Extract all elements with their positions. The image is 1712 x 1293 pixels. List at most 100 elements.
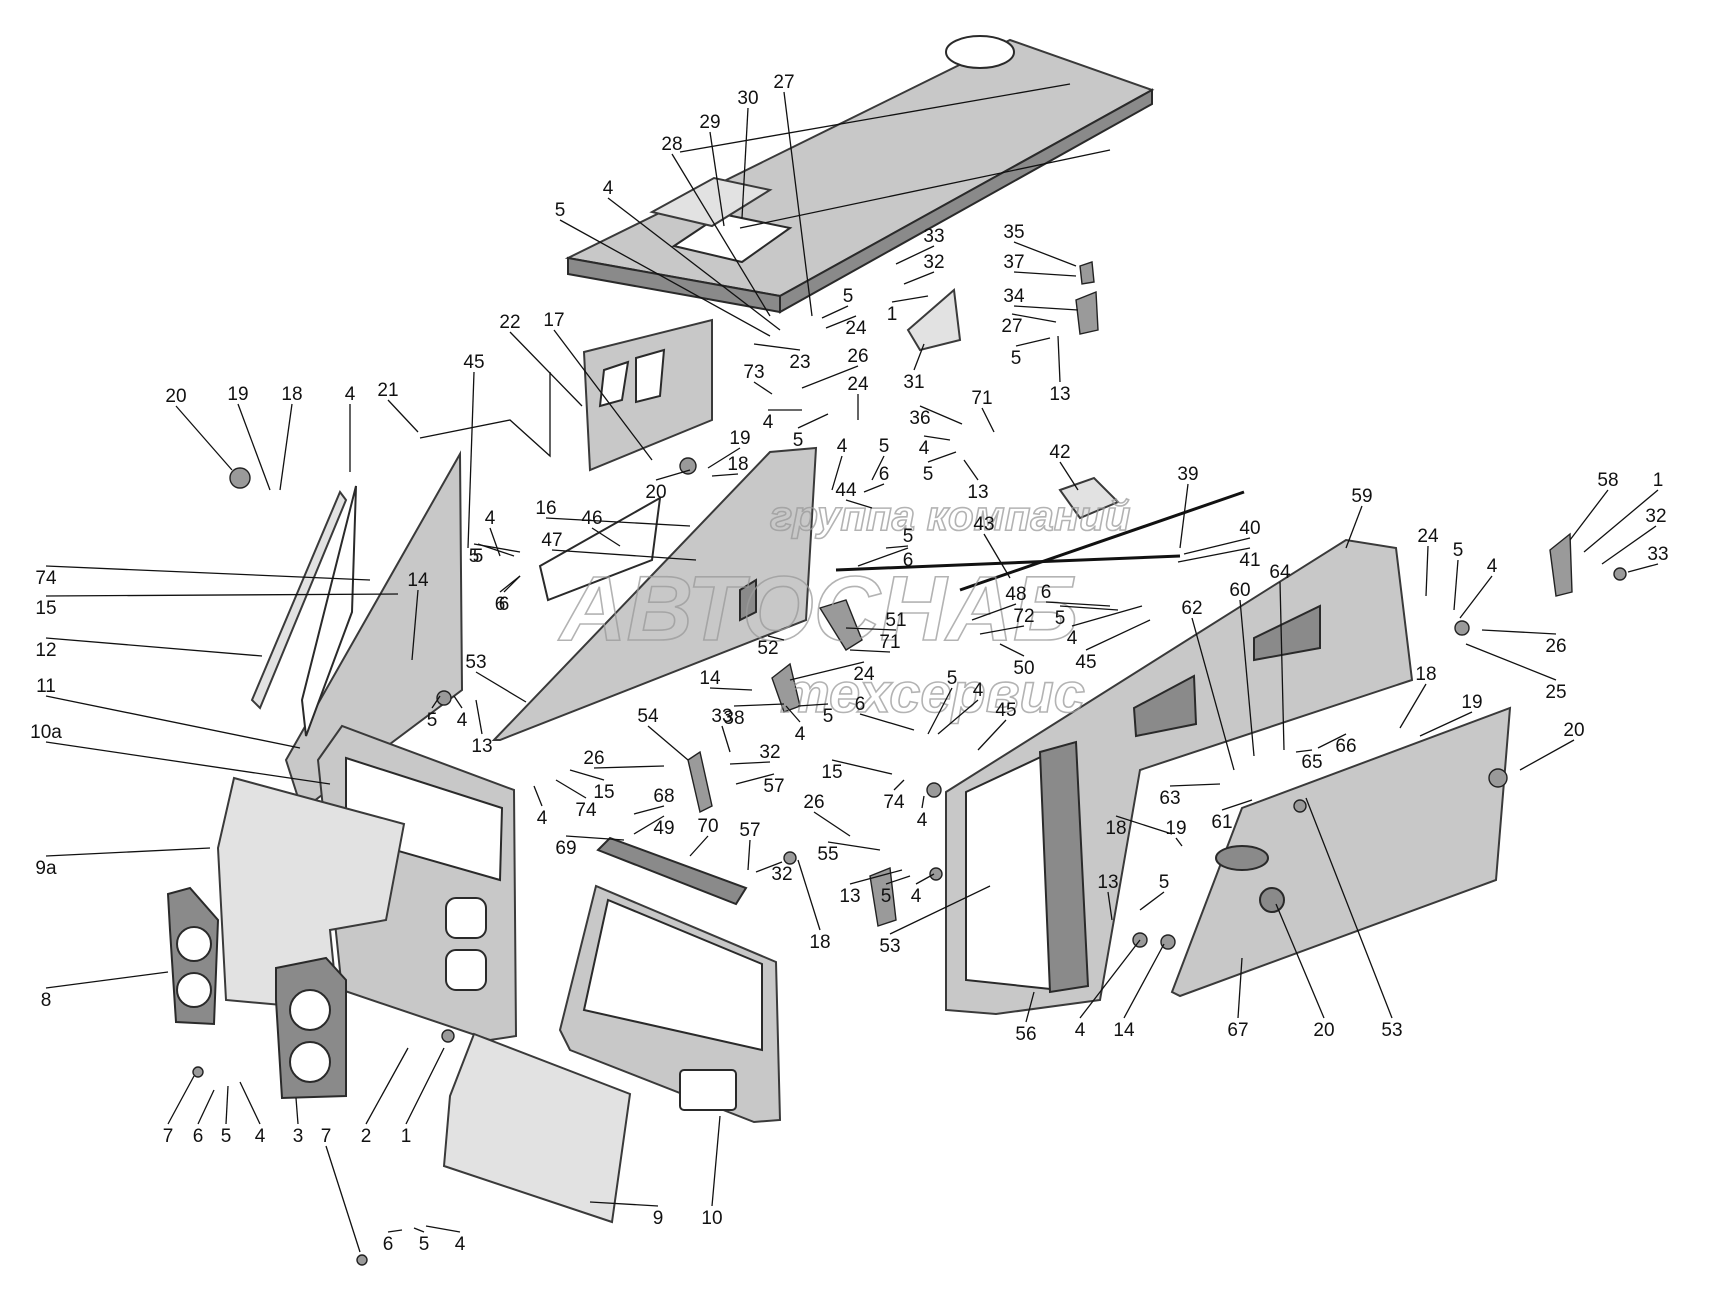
leader-line-5-o: [1453, 559, 1459, 611]
leader-line-19-b: [707, 447, 741, 469]
callout-1-c: 1: [401, 1126, 412, 1147]
leader-line-30: [741, 107, 749, 219]
leader-line-54: [647, 725, 689, 761]
callout-66: 66: [1335, 736, 1356, 757]
callout-61: 61: [1211, 812, 1232, 833]
callout-36: 36: [909, 408, 930, 429]
callout-52: 52: [757, 638, 778, 659]
leader-line-60: [1239, 599, 1255, 757]
callout-5-l: 5: [1055, 608, 1066, 629]
leader-line-56: [1025, 991, 1035, 1023]
callout-25: 25: [1545, 682, 1566, 703]
callout-5-m: 5: [947, 668, 958, 689]
leader-line-2: [365, 1047, 409, 1125]
leader-line-59: [1345, 505, 1363, 549]
leader-line-4-l: [937, 699, 979, 735]
callout-21: 21: [377, 380, 398, 401]
leader-line-4-m: [921, 795, 925, 809]
callout-9: 9: [653, 1208, 664, 1229]
leader-line-46: [591, 527, 621, 547]
leader-line-19-d: [1175, 837, 1183, 847]
leader-line-3: [295, 1097, 299, 1125]
callout-26-c: 26: [803, 792, 824, 813]
callout-6-c: 6: [499, 594, 510, 615]
callout-5-d: 5: [793, 430, 804, 451]
leader-line-5-m: [927, 687, 953, 735]
brackets-31-34: [906, 261, 1099, 352]
leader-line-13-b: [963, 459, 979, 481]
leader-line-48: [971, 603, 1017, 621]
callout-51: 51: [885, 610, 906, 631]
rear-wall-panel: [582, 318, 713, 472]
leader-line-1-c: [405, 1047, 445, 1125]
callout-53-b: 53: [879, 936, 900, 957]
callout-20-b: 20: [645, 482, 666, 503]
leader-line-10: [711, 1115, 721, 1207]
leader-line-58: [1569, 489, 1609, 541]
leader-line-5-r: [413, 1227, 425, 1233]
panel-9a: [216, 776, 406, 1012]
callout-18-a: 18: [281, 384, 302, 405]
leader-line-27-b: [1011, 313, 1057, 323]
callout-33-c: 33: [1647, 544, 1668, 565]
leader-line-13-a: [1057, 335, 1061, 383]
callout-53-a: 53: [465, 652, 486, 673]
leader-line-14-c: [1123, 943, 1165, 1019]
leader-line-22: [509, 331, 583, 407]
leader-line-15-a: [45, 593, 399, 597]
leader-line-44: [845, 499, 873, 509]
callout-28: 28: [661, 134, 682, 155]
callout-68: 68: [653, 786, 674, 807]
callout-19-b: 19: [729, 428, 750, 449]
leader-line-4-n: [915, 873, 935, 885]
callout-24-a: 24: [845, 318, 867, 339]
callout-5-g: 5: [903, 526, 914, 547]
callout-55: 55: [817, 844, 838, 865]
leader-line-4-q: [239, 1081, 261, 1125]
leader-line-5-n: [885, 875, 911, 885]
leader-line-74-c: [893, 779, 905, 791]
callout-62: 62: [1181, 598, 1202, 619]
leader-line-4-i: [785, 705, 801, 723]
leader-line-69: [565, 835, 625, 841]
callout-53-c: 53: [1381, 1020, 1402, 1041]
callout-5-f: 5: [879, 436, 890, 457]
callout-4-e: 4: [919, 438, 930, 459]
callout-63: 63: [1159, 788, 1180, 809]
callout-5-j: 5: [427, 710, 438, 731]
leader-line-65: [1295, 749, 1313, 753]
leader-line-71-b: [849, 649, 891, 653]
callout-32-d: 32: [1645, 506, 1666, 527]
callout-74-c: 74: [883, 792, 905, 813]
callout-14-b: 14: [699, 668, 721, 689]
callout-16: 16: [535, 498, 556, 519]
callout-65: 65: [1301, 752, 1322, 773]
leader-line-27-top: [783, 91, 813, 317]
leader-line-4-e: [923, 435, 951, 441]
callout-5-n: 5: [881, 886, 892, 907]
leader-line-13-d: [849, 869, 903, 885]
callout-1-a: 1: [887, 304, 898, 325]
leader-line-34: [1013, 305, 1079, 311]
leader-line-25: [1465, 643, 1557, 681]
callout-69: 69: [555, 838, 576, 859]
callout-4-f: 4: [837, 436, 848, 457]
callout-6-f: 6: [855, 694, 866, 715]
callout-57-a: 57: [763, 776, 784, 797]
callout-44: 44: [835, 480, 857, 501]
leader-line-39: [1179, 483, 1189, 549]
leader-line-74-a: [45, 565, 371, 581]
leader-line-6-d: [499, 575, 521, 593]
leader-line-18-a: [279, 403, 293, 491]
callout-74-b: 74: [575, 800, 597, 821]
leader-line-31: [913, 343, 925, 371]
callout-5-p: 5: [1159, 872, 1170, 893]
callout-5-i: 5: [473, 546, 484, 567]
callout-24-c: 24: [853, 664, 875, 685]
callout-46: 46: [581, 508, 602, 529]
callout-32-b: 32: [759, 742, 780, 763]
callout-13-a: 13: [1049, 384, 1070, 405]
callout-37: 37: [1003, 252, 1024, 273]
callout-6-a: 6: [879, 464, 890, 485]
callout-45-b: 45: [1075, 652, 1096, 673]
